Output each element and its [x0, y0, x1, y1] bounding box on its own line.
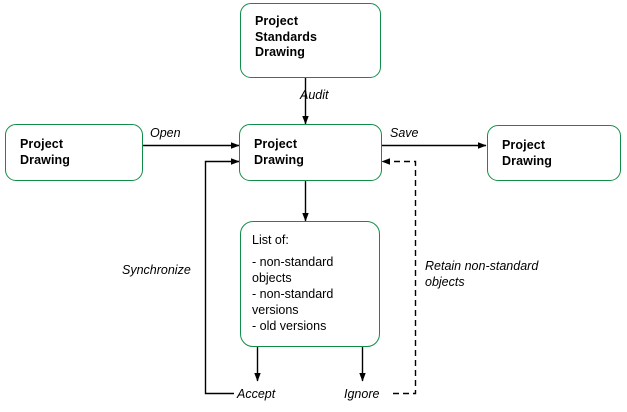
node-project-drawing-right-label: Project Drawing — [502, 138, 553, 168]
node-project-drawing-left[interactable]: Project Drawing — [5, 124, 143, 181]
node-project-drawing-right[interactable]: Project Drawing — [487, 125, 621, 181]
node-project-drawing-center[interactable]: Project Drawing — [239, 124, 382, 181]
edge-label-ignore: Ignore — [344, 387, 380, 401]
edge-synchronize — [204, 158, 240, 395]
edge-label-accept: Accept — [237, 387, 276, 401]
node-project-standards-drawing[interactable]: Project Standards Drawing — [240, 3, 381, 78]
results-list-items: - non-standard objects - non-standard ve… — [252, 255, 334, 333]
edge-label-save: Save — [390, 126, 419, 140]
node-project-standards-drawing-label: Project Standards Drawing — [255, 14, 318, 59]
edge-label-retain-non-standard-objects: Retain non-standard objects — [425, 259, 539, 289]
edge-label-audit: Audit — [300, 88, 329, 102]
edge-label-open: Open — [150, 126, 181, 140]
results-list-title: List of: — [252, 233, 289, 247]
edge-label-synchronize: Synchronize — [122, 263, 191, 277]
node-results-list[interactable]: List of: - non-standard objects - non-st… — [240, 221, 380, 347]
node-project-drawing-center-label: Project Drawing — [254, 137, 305, 167]
node-project-drawing-left-label: Project Drawing — [20, 137, 71, 167]
edge-retain-non-standard-objects — [381, 158, 417, 395]
